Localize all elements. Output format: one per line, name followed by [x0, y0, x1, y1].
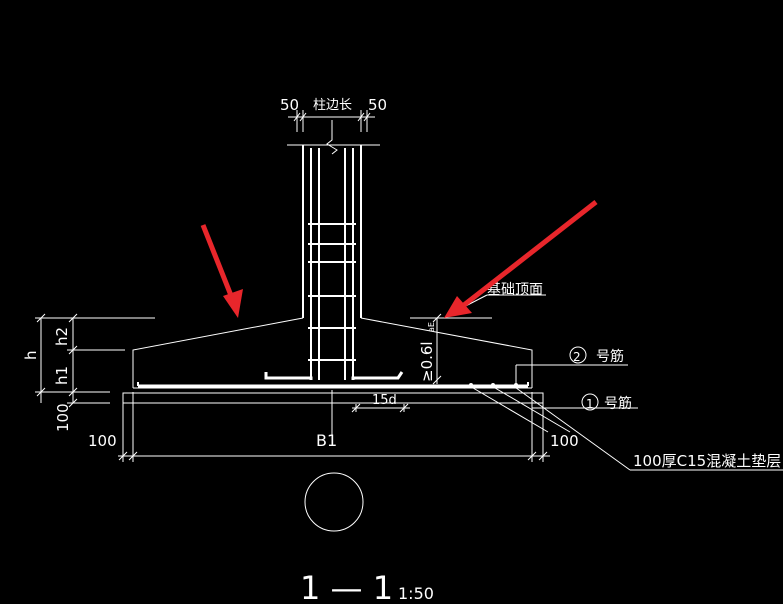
dim-col-right: 50 [368, 96, 387, 114]
label-cushion: 100厚C15混凝土垫层 [633, 452, 781, 470]
dim-pad-thickness: 100 [54, 403, 72, 432]
bar-1-number: 1 [586, 397, 594, 411]
column [287, 120, 380, 380]
dim-slope: ≥0.6l [418, 341, 436, 382]
bar-1-label: 号筋 [604, 395, 632, 412]
footing-outline [132, 317, 533, 389]
bar-2-leader [515, 346, 628, 384]
red-arrow-left [200, 224, 243, 318]
cushion-layer [122, 392, 544, 404]
dim-right-offset: 100 [550, 432, 579, 450]
section-scale: 1:50 [398, 584, 434, 599]
section-mark-circle [304, 472, 364, 532]
bottom-dimension [118, 392, 550, 462]
anchor-dimension [351, 403, 410, 413]
section-title: 1 — 1 [300, 569, 393, 599]
dim-left-offset: 100 [88, 432, 117, 450]
bar-2-number: 2 [573, 350, 581, 364]
top-dimension [288, 110, 375, 132]
slope-dimension [410, 313, 492, 385]
bar-1-leader [532, 393, 638, 411]
dim-h: h [22, 350, 40, 360]
red-arrow-right [444, 200, 598, 318]
dim-slope-sub: aE [427, 322, 436, 332]
label-foundation-top: 基础顶面 [487, 281, 543, 298]
dim-col-left: 50 [280, 96, 299, 114]
dim-width: B1 [316, 431, 337, 450]
bar-2-label: 号筋 [596, 348, 624, 365]
dim-anchor: 15d [372, 393, 397, 408]
dim-col-label: 柱边长 [313, 98, 352, 113]
dim-h2: h2 [53, 327, 71, 346]
column-bar-hooks [264, 371, 404, 380]
cushion-leader [467, 384, 783, 471]
left-dimensions [35, 313, 155, 408]
dim-h1: h1 [53, 366, 71, 385]
